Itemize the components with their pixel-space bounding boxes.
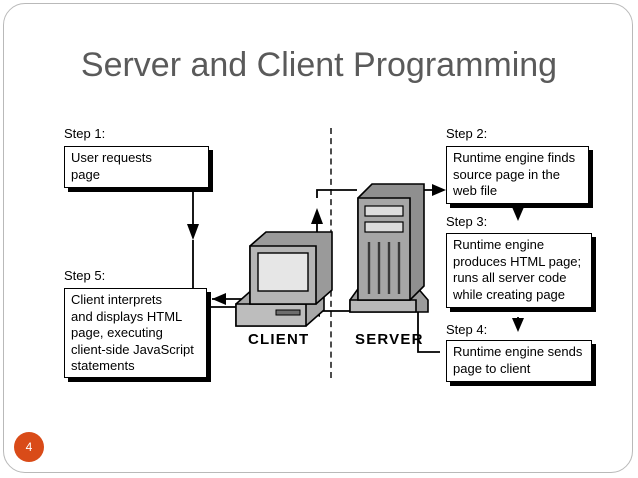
arrow-client-to-server-top [316, 189, 357, 198]
step3-line-4: while creating page [453, 286, 566, 302]
desktop-computer-icon [235, 231, 333, 327]
client-label: CLIENT [248, 331, 310, 348]
step1-box: User requests page [64, 146, 209, 188]
step4-label: Step 4: [446, 322, 488, 337]
step1-label: Step 1: [64, 126, 106, 141]
step5-box: Client interprets and displays HTML page… [64, 288, 207, 378]
step5-line-5: statements [71, 358, 135, 373]
arrowhead-step1-down [187, 224, 199, 240]
page-number-badge: 4 [14, 432, 44, 462]
step2-line-1: Runtime engine finds [453, 150, 576, 165]
step4-line-1: Runtime engine sends [453, 344, 583, 359]
step3-line-3: runs all server code [453, 270, 567, 285]
arrowhead-to-step2 [432, 184, 446, 196]
step2-label: Step 2: [446, 126, 488, 141]
arrowhead-to-step3 [512, 207, 524, 221]
step2-box: Runtime engine finds source page in the … [446, 146, 589, 204]
step3-line-1: Runtime engine [453, 237, 545, 252]
arrowhead-to-step4 [512, 318, 524, 332]
arrow-step1-down [192, 175, 213, 224]
step5-label: Step 5: [64, 268, 106, 283]
step4-line-2: page to client [453, 360, 531, 376]
step3-line-2: produces HTML page; [453, 253, 582, 269]
step1-line-2: page [71, 166, 100, 182]
arrowhead-to-step5 [212, 293, 226, 305]
page-title: Server and Client Programming [80, 46, 558, 84]
server-tower-icon [349, 183, 429, 313]
arrowhead-client-up [311, 208, 323, 224]
step3-label: Step 3: [446, 214, 488, 229]
server-label: SERVER [355, 331, 424, 348]
step5-line-3: page, executing [71, 325, 163, 340]
step5-line-1: Client interprets [71, 292, 163, 307]
step2-line-2: source page in the [453, 166, 560, 182]
step5-line-2: and displays HTML [71, 308, 183, 324]
step3-box: Runtime engine produces HTML page; runs … [446, 233, 592, 308]
step2-line-3: web file [453, 183, 498, 198]
step4-box: Runtime engine sends page to client [446, 340, 592, 382]
step5-line-4: client-side JavaScript [71, 341, 194, 357]
step1-line-1: User requests [71, 150, 152, 165]
